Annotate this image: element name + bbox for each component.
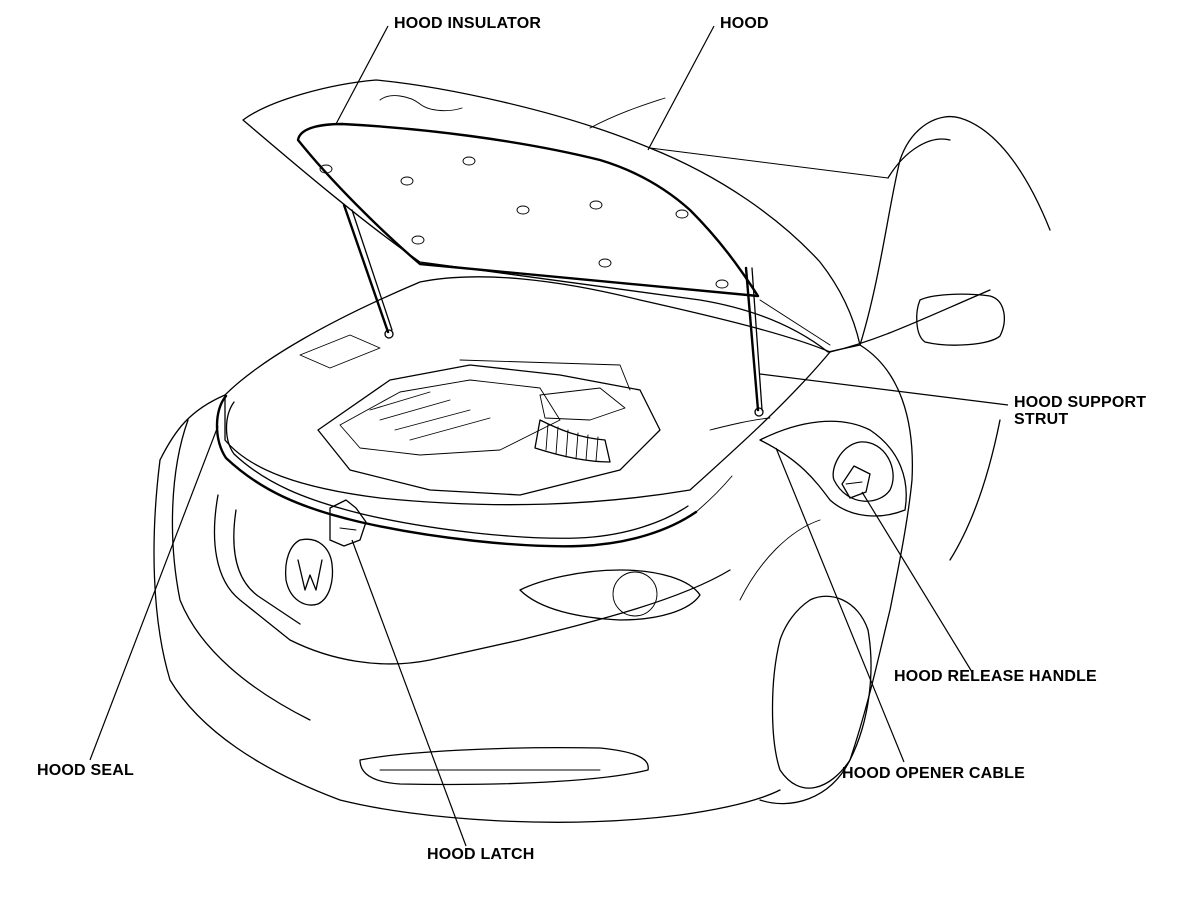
leader-hood-seal — [89, 425, 219, 761]
front-bumper-and-grille — [153, 394, 781, 823]
hood-release-handle-label: HOOD RELEASE HANDLE — [894, 668, 1097, 685]
hood-seal-strip — [215, 394, 733, 548]
leader-hood-opener-cable — [775, 447, 905, 763]
hood-latch-label: HOOD LATCH — [427, 846, 535, 863]
hood-support-strut-label-line2: STRUT — [1014, 411, 1069, 428]
hood-release-handle-graphic — [832, 441, 894, 502]
hood-latch-assembly — [329, 499, 367, 547]
hood-label: HOOD — [720, 15, 769, 32]
leader-hood-support-strut — [759, 373, 1009, 406]
engine-bay — [224, 276, 831, 506]
hood-insulator-panel — [296, 95, 760, 298]
fender-and-wheel — [739, 420, 907, 789]
hood-support-struts — [342, 203, 764, 417]
hood-insulator-label: HOOD INSULATOR — [394, 15, 542, 32]
leader-hood-latch — [351, 539, 467, 847]
hood-seal-label: HOOD SEAL — [37, 762, 134, 779]
hood-panel — [242, 79, 889, 353]
leader-hood-insulator — [335, 25, 389, 125]
hood-opener-cable-label: HOOD OPENER CABLE — [842, 765, 1025, 782]
hood-support-strut-label: HOOD SUPPORT STRUT — [1014, 394, 1146, 428]
windshield-and-body — [759, 116, 1051, 805]
hood-support-strut-label-line1: HOOD SUPPORT — [1014, 394, 1147, 411]
leader-hood-release-handle — [861, 491, 973, 673]
leader-hood — [647, 25, 715, 151]
leader-lines — [89, 25, 1009, 847]
